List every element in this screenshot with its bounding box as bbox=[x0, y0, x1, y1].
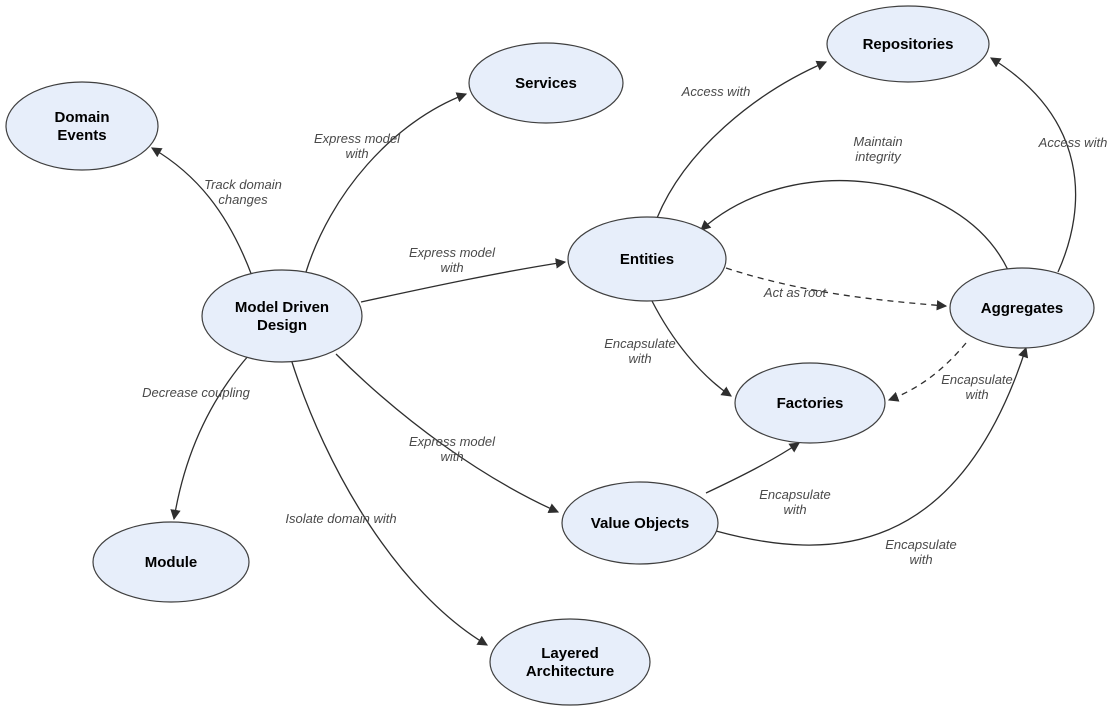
node-aggregates: Aggregates bbox=[949, 267, 1095, 349]
node-label-line: Entities bbox=[620, 251, 674, 268]
node-label-line: Domain bbox=[54, 109, 109, 126]
edge-label-line: with bbox=[628, 351, 651, 366]
node-shape-repositories bbox=[826, 5, 990, 83]
node-entities: Entities bbox=[567, 216, 727, 302]
node-label-line: Repositories bbox=[863, 36, 954, 53]
node-shape-aggregates bbox=[949, 267, 1095, 349]
edge-label-line: Track domain bbox=[204, 177, 282, 192]
node-shape-model-driven-design bbox=[201, 269, 363, 363]
edge-label-line: Express model bbox=[314, 131, 401, 146]
edge-mdd-to-layered-architecture bbox=[290, 358, 488, 646]
edge-label-line: Encapsulate bbox=[604, 336, 676, 351]
node-label-line: Aggregates bbox=[981, 300, 1064, 317]
edge-mdd-to-services bbox=[305, 92, 468, 273]
edge-label-line: with bbox=[345, 146, 368, 161]
edge-label-aggregates-to-repositories: Access with bbox=[1038, 135, 1108, 150]
edge-label-line: Maintain bbox=[853, 134, 902, 149]
node-label-value-objects: Value Objects bbox=[591, 515, 689, 532]
node-shape-entities bbox=[567, 216, 727, 302]
edge-label-entities-to-aggregates: Act as root bbox=[763, 285, 828, 300]
edge-mdd-to-value-objects bbox=[335, 353, 560, 513]
edge-entities-to-factories bbox=[651, 300, 732, 397]
edge-label-mdd-to-module: Decrease coupling bbox=[142, 385, 250, 400]
node-shape-domain-events bbox=[5, 81, 159, 171]
edge-aggregates-to-repositories bbox=[990, 57, 1077, 273]
edge-label-line: Express model bbox=[409, 434, 496, 449]
edge-aggregates-to-entities bbox=[700, 180, 1009, 271]
node-label-entities: Entities bbox=[620, 251, 674, 268]
node-label-line: Events bbox=[57, 127, 106, 144]
node-label-line: Factories bbox=[777, 395, 844, 412]
node-shape-services bbox=[468, 42, 624, 124]
edge-value-objects-to-aggregates bbox=[715, 346, 1029, 546]
node-repositories: Repositories bbox=[826, 5, 990, 83]
edge-label-line: Access with bbox=[1038, 135, 1108, 150]
edge-label-line: with bbox=[909, 552, 932, 567]
node-label-line: Module bbox=[145, 554, 198, 571]
edge-mdd-to-domain-events bbox=[151, 147, 253, 277]
edge-label-entities-to-repositories: Access with bbox=[681, 84, 751, 99]
edge-entities-to-repositories bbox=[656, 60, 828, 219]
edge-label-line: Access with bbox=[681, 84, 751, 99]
node-label-line: Design bbox=[257, 317, 307, 334]
edge-entities-to-aggregates bbox=[725, 267, 948, 311]
edge-label-line: Encapsulate bbox=[759, 487, 831, 502]
node-services: Services bbox=[468, 42, 624, 124]
node-label-line: Layered bbox=[541, 645, 599, 662]
edge-label-line: Encapsulate bbox=[941, 372, 1013, 387]
node-label-module: Module bbox=[145, 554, 198, 571]
node-label-factories: Factories bbox=[777, 395, 844, 412]
edge-mdd-to-module bbox=[170, 354, 250, 521]
node-label-line: Architecture bbox=[526, 663, 614, 680]
edge-mdd-to-entities bbox=[360, 258, 567, 303]
node-shape-value-objects bbox=[561, 481, 719, 565]
edge-value-objects-to-factories bbox=[705, 442, 800, 494]
edge-label-line: integrity bbox=[855, 149, 902, 164]
edge-label-line: with bbox=[965, 387, 988, 402]
node-label-services: Services bbox=[515, 75, 577, 92]
edge-label-line: Express model bbox=[409, 245, 496, 260]
edge-label-mdd-to-layered-architecture: Isolate domain with bbox=[285, 511, 396, 526]
edge-label-line: with bbox=[440, 260, 463, 275]
edge-label-line: Act as root bbox=[763, 285, 828, 300]
edge-aggregates-to-factories bbox=[887, 342, 967, 402]
node-module: Module bbox=[92, 521, 250, 603]
node-label-repositories: Repositories bbox=[863, 36, 954, 53]
node-shape-factories bbox=[734, 362, 886, 444]
edge-label-line: Encapsulate bbox=[885, 537, 957, 552]
node-shape-module bbox=[92, 521, 250, 603]
edge-label-line: Isolate domain with bbox=[285, 511, 396, 526]
node-label-line: Model Driven bbox=[235, 299, 329, 316]
edge-label-line: changes bbox=[218, 192, 268, 207]
node-factories: Factories bbox=[734, 362, 886, 444]
node-label-aggregates: Aggregates bbox=[981, 300, 1064, 317]
edge-label-line: with bbox=[440, 449, 463, 464]
node-label-line: Services bbox=[515, 75, 577, 92]
node-value-objects: Value Objects bbox=[561, 481, 719, 565]
node-label-line: Value Objects bbox=[591, 515, 689, 532]
node-shape-layered-architecture bbox=[489, 618, 651, 706]
edge-label-line: with bbox=[783, 502, 806, 517]
edge-label-line: Decrease coupling bbox=[142, 385, 250, 400]
